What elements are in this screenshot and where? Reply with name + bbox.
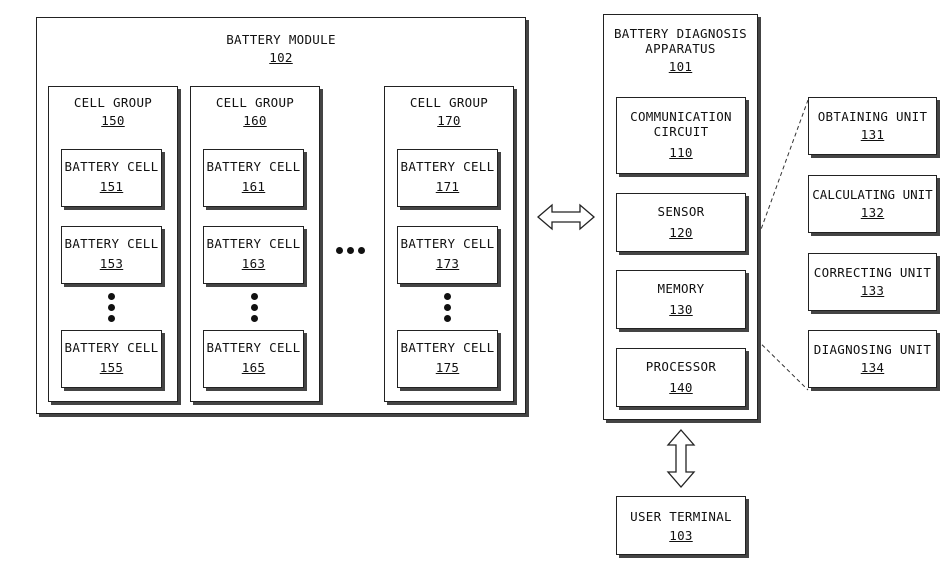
diagnosing-unit-ref: 134 <box>861 360 884 375</box>
correcting-unit-ref: 133 <box>861 283 884 298</box>
apparatus-title-line1: BATTERY DIAGNOSIS <box>604 26 757 41</box>
ellipsis-horizontal <box>336 239 369 258</box>
sensor: SENSOR 120 <box>616 193 746 252</box>
memory-label: MEMORY <box>617 281 745 296</box>
correcting-unit: CORRECTING UNIT 133 <box>808 253 937 311</box>
sensor-label: SENSOR <box>617 204 745 219</box>
ellipsis-vertical-150 <box>108 293 115 326</box>
battery-cell-ref: 165 <box>242 360 265 375</box>
obtaining-unit-ref: 131 <box>861 127 884 142</box>
user-terminal-label: USER TERMINAL <box>617 509 745 524</box>
communication-circuit-ref: 110 <box>669 145 692 160</box>
ellipsis-vertical-160 <box>251 293 258 326</box>
correcting-unit-label: CORRECTING UNIT <box>809 265 936 280</box>
battery-cell-label: BATTERY CELL <box>398 159 497 174</box>
battery-cell-155: BATTERY CELL 155 <box>61 330 162 388</box>
processor: PROCESSOR 140 <box>616 348 746 407</box>
cell-group-title: CELL GROUP <box>191 95 319 110</box>
communication-circuit: COMMUNICATION CIRCUIT 110 <box>616 97 746 174</box>
battery-cell-161: BATTERY CELL 161 <box>203 149 304 207</box>
calculating-unit-label: CALCULATING UNIT <box>809 187 936 202</box>
cell-group-ref: 150 <box>101 113 124 128</box>
battery-cell-171: BATTERY CELL 171 <box>397 149 498 207</box>
battery-cell-label: BATTERY CELL <box>62 340 161 355</box>
battery-cell-ref: 155 <box>100 360 123 375</box>
battery-cell-ref: 161 <box>242 179 265 194</box>
battery-cell-label: BATTERY CELL <box>204 159 303 174</box>
apparatus-ref: 101 <box>669 59 692 74</box>
calculating-unit: CALCULATING UNIT 132 <box>808 175 937 233</box>
processor-label: PROCESSOR <box>617 359 745 374</box>
battery-cell-ref: 163 <box>242 256 265 271</box>
user-terminal-ref: 103 <box>669 528 692 543</box>
cell-group-title: CELL GROUP <box>385 95 513 110</box>
battery-cell-ref: 175 <box>436 360 459 375</box>
communication-circuit-line2: CIRCUIT <box>617 124 745 139</box>
battery-cell-ref: 151 <box>100 179 123 194</box>
battery-cell-label: BATTERY CELL <box>204 340 303 355</box>
diagnosing-unit-label: DIAGNOSING UNIT <box>809 342 936 357</box>
battery-cell-173: BATTERY CELL 173 <box>397 226 498 284</box>
battery-cell-163: BATTERY CELL 163 <box>203 226 304 284</box>
battery-cell-label: BATTERY CELL <box>204 236 303 251</box>
user-terminal: USER TERMINAL 103 <box>616 496 746 555</box>
battery-cell-175: BATTERY CELL 175 <box>397 330 498 388</box>
ellipsis-vertical-170 <box>444 293 451 326</box>
cell-group-title: CELL GROUP <box>49 95 177 110</box>
battery-cell-165: BATTERY CELL 165 <box>203 330 304 388</box>
memory-ref: 130 <box>669 302 692 317</box>
battery-cell-label: BATTERY CELL <box>398 236 497 251</box>
module-apparatus-arrow <box>538 205 594 229</box>
battery-cell-label: BATTERY CELL <box>62 159 161 174</box>
battery-cell-ref: 153 <box>100 256 123 271</box>
communication-circuit-line1: COMMUNICATION <box>617 109 745 124</box>
processor-ref: 140 <box>669 380 692 395</box>
diagnosing-unit: DIAGNOSING UNIT 134 <box>808 330 937 388</box>
battery-cell-label: BATTERY CELL <box>398 340 497 355</box>
module-title: BATTERY MODULE <box>37 32 525 47</box>
apparatus-title-line2: APPARATUS <box>604 41 757 56</box>
battery-cell-153: BATTERY CELL 153 <box>61 226 162 284</box>
memory: MEMORY 130 <box>616 270 746 329</box>
battery-cell-ref: 171 <box>436 179 459 194</box>
cell-group-ref: 170 <box>437 113 460 128</box>
obtaining-unit: OBTAINING UNIT 131 <box>808 97 937 155</box>
obtaining-unit-label: OBTAINING UNIT <box>809 109 936 124</box>
battery-cell-ref: 173 <box>436 256 459 271</box>
battery-cell-label: BATTERY CELL <box>62 236 161 251</box>
battery-cell-151: BATTERY CELL 151 <box>61 149 162 207</box>
module-ref: 102 <box>269 50 292 65</box>
apparatus-terminal-arrow <box>668 430 694 487</box>
calculating-unit-ref: 132 <box>861 205 884 220</box>
sensor-ref: 120 <box>669 225 692 240</box>
cell-group-ref: 160 <box>243 113 266 128</box>
